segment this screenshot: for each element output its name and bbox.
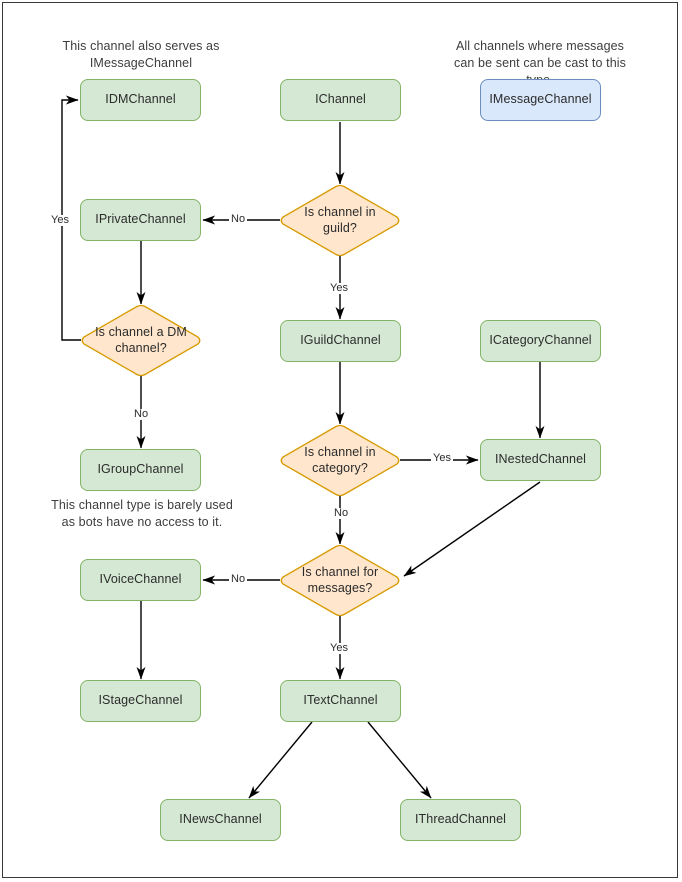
- node-istagechannel-label: IStageChannel: [98, 693, 183, 708]
- node-is-channel-in-category-label: Is channel in category?: [304, 444, 376, 475]
- node-imessagechannel[interactable]: IMessageChannel: [480, 79, 601, 121]
- note-dm-channel: This channel also serves as IMessageChan…: [62, 39, 220, 70]
- node-is-channel-for-messages-label: Is channel for messages?: [301, 564, 379, 595]
- node-ivoicechannel-label: IVoiceChannel: [99, 572, 182, 587]
- node-iprivatechannel-label: IPrivateChannel: [95, 212, 186, 227]
- edge-nested-messagesq: [403, 481, 541, 577]
- node-ithreadchannel-label: IThreadChannel: [414, 812, 507, 827]
- node-imessagechannel-label: IMessageChannel: [489, 92, 592, 107]
- edge-label-dm-no: No: [132, 408, 151, 420]
- node-icategorychannel-label: ICategoryChannel: [489, 333, 592, 348]
- node-inestedchannel[interactable]: INestedChannel: [480, 439, 601, 481]
- node-idmchannel-label: IDMChannel: [105, 92, 176, 107]
- node-is-channel-in-guild[interactable]: Is channel in guild?: [280, 185, 400, 256]
- diamond-shape: [280, 185, 400, 256]
- node-idmchannel[interactable]: IDMChannel: [80, 79, 201, 121]
- node-is-channel-in-category[interactable]: Is channel in category?: [280, 425, 400, 496]
- edge-label-dm-yes: Yes: [49, 214, 71, 226]
- diamond-shape: [81, 305, 201, 376]
- node-iprivatechannel[interactable]: IPrivateChannel: [80, 199, 201, 241]
- node-ivoicechannel[interactable]: IVoiceChannel: [80, 559, 201, 601]
- edge-label-messages-no: No: [229, 573, 248, 585]
- node-is-channel-for-messages[interactable]: Is channel for messages?: [280, 545, 400, 616]
- node-is-channel-a-dm-channel-label: Is channel a DM channel?: [95, 324, 187, 355]
- node-iguildchannel[interactable]: IGuildChannel: [280, 320, 401, 362]
- diamond-shape: [280, 425, 400, 496]
- edge-text-thread: [367, 721, 432, 799]
- node-iguildchannel-label: IGuildChannel: [300, 333, 381, 348]
- edge-label-guild-no: No: [229, 213, 248, 225]
- node-itextchannel[interactable]: ITextChannel: [280, 680, 401, 722]
- edge-label-category-yes: Yes: [431, 452, 453, 464]
- node-icategorychannel[interactable]: ICategoryChannel: [480, 320, 601, 362]
- note-group-channel: This channel type is barely used as bots…: [51, 498, 233, 529]
- node-itextchannel-label: ITextChannel: [303, 693, 378, 708]
- node-inewschannel-label: INewsChannel: [179, 812, 262, 827]
- node-igroupchannel[interactable]: IGroupChannel: [80, 449, 201, 491]
- node-inewschannel[interactable]: INewsChannel: [160, 799, 281, 841]
- node-istagechannel[interactable]: IStageChannel: [80, 680, 201, 722]
- node-ithreadchannel[interactable]: IThreadChannel: [400, 799, 521, 841]
- edge-label-messages-yes: Yes: [328, 642, 350, 654]
- node-is-channel-a-dm-channel[interactable]: Is channel a DM channel?: [81, 305, 201, 376]
- node-is-channel-in-guild-label: Is channel in guild?: [304, 204, 376, 235]
- node-igroupchannel-label: IGroupChannel: [97, 462, 184, 477]
- edge-label-category-no: No: [332, 507, 351, 519]
- edge-text-news: [248, 721, 313, 799]
- node-ichannel[interactable]: IChannel: [280, 79, 401, 121]
- diamond-shape: [280, 545, 400, 616]
- node-ichannel-label: IChannel: [315, 92, 366, 107]
- node-inestedchannel-label: INestedChannel: [494, 452, 587, 467]
- edge-label-guild-yes: Yes: [328, 282, 350, 294]
